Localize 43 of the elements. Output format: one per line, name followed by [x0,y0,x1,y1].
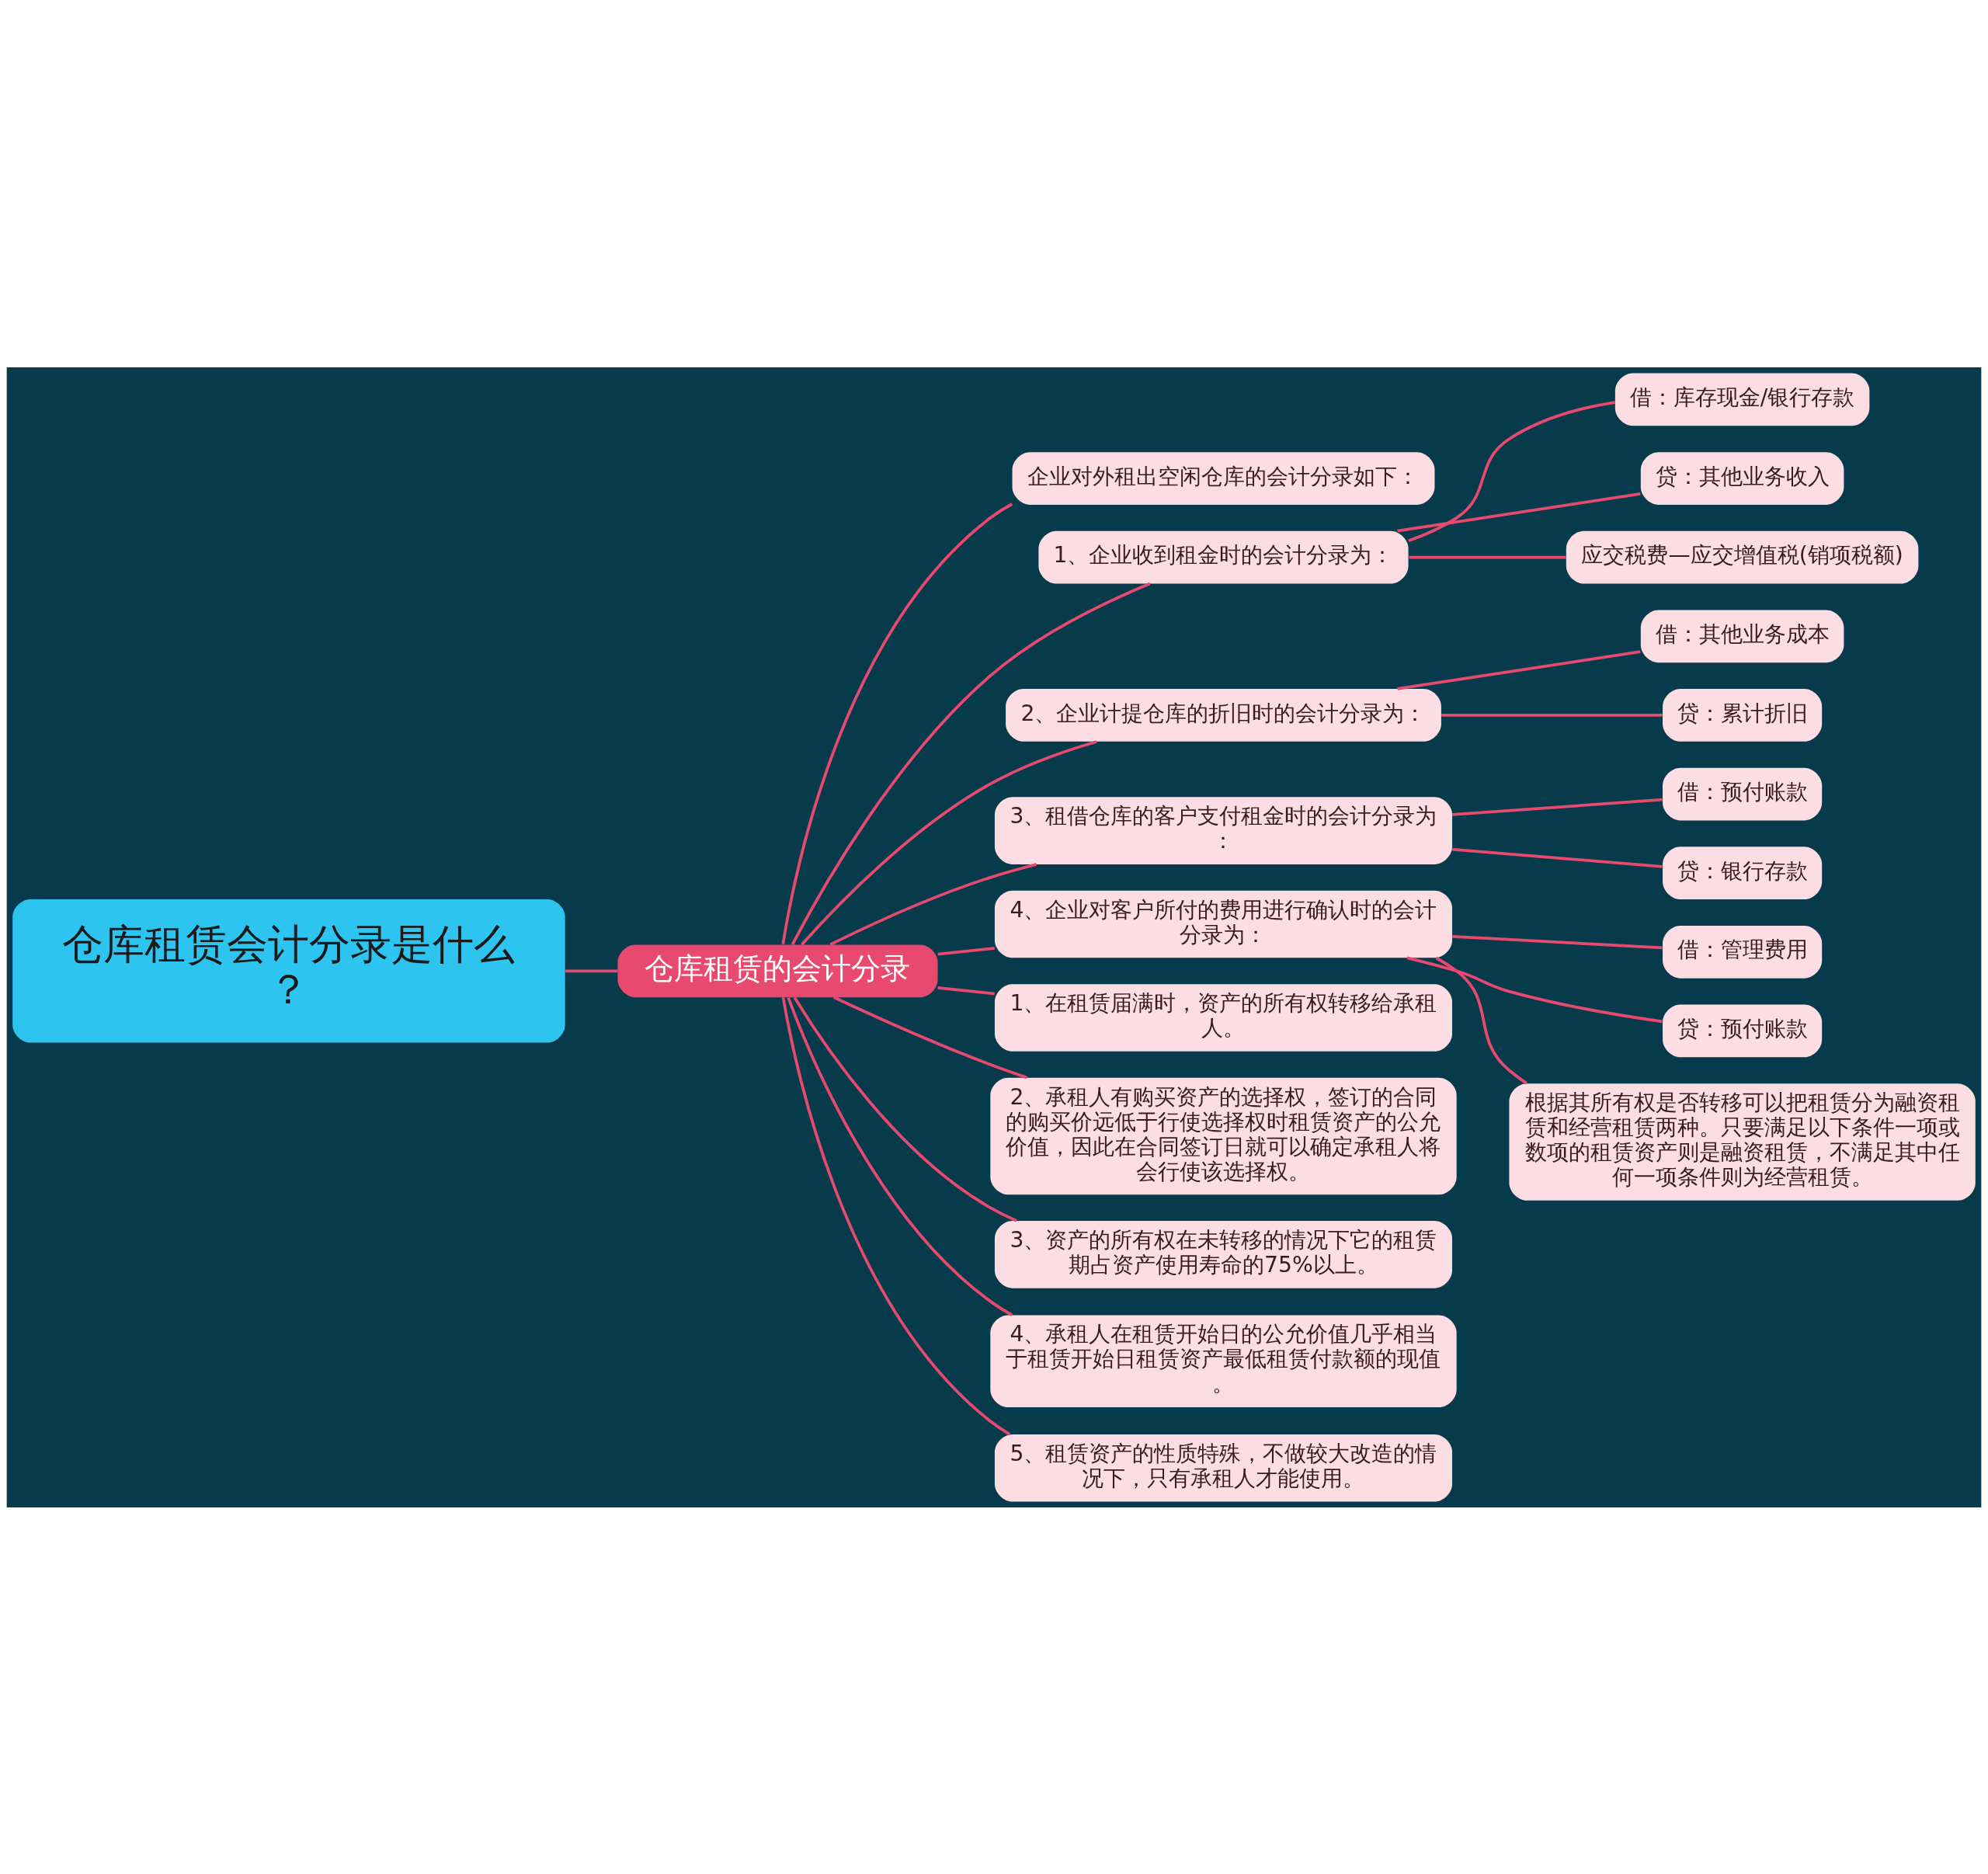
node-box: 贷：预付账款 [1663,1004,1823,1057]
node-box: 4、企业对客户所付的费用进行确认时的会计分录为： [994,890,1452,958]
connector [565,968,618,972]
node-box: 借：管理费用 [1663,925,1823,979]
node-box: 根据其所有权是否转移可以把租赁分为融资租赁和经营租赁两种。只要满足以下条件一项或数项的租赁资产则是融资租赁，不满足其中任何一项条件则为经营租赁。 [1509,1083,1976,1201]
connector [833,996,1027,1079]
node-box: 应交税费—应交增值税(销项税额) [1566,530,1919,584]
connector [1397,649,1641,690]
connector [1452,847,1663,868]
connector [793,996,1017,1222]
node-box: 企业对外租出空闲仓库的会计分录如下： [1012,451,1435,505]
connector [787,996,1013,1316]
node-box: 贷：银行存款 [1663,846,1823,899]
node-box: 借：其他业务成本 [1640,609,1844,662]
node-box: 借：库存现金/银行存款 [1614,373,1870,426]
connector [1406,956,1663,1023]
node-box: 仓库租赁会计分录是什么？ [12,899,565,1042]
node-box: 2、企业计提仓库的折旧时的会计分录为： [1006,688,1441,742]
node-box: 4、承租人在租赁开始日的公允价值几乎相当于租赁开始日租赁资产最低租赁付款额的现值。 [990,1315,1457,1407]
connector [1441,713,1663,717]
node-box: 1、企业收到租金时的会计分录为： [1038,530,1409,584]
node-box: 贷：其他业务收入 [1640,451,1844,505]
node-box: 仓库租赁的会计分录 [617,944,938,997]
node-box: 3、租借仓库的客户支付租金时的会计分录为： [994,796,1452,864]
connector [801,739,1097,946]
node-box: 3、资产的所有权在未转移的情况下它的租赁期占资产使用寿命的75%以上。 [994,1220,1452,1288]
connector [781,502,1013,944]
connector [791,582,1151,945]
node-box: 1、在租赁届满时，资产的所有权转移给承租人。 [994,983,1452,1052]
node-box: 5、租赁资产的性质特殊，不做较大改造的情况下，只有承租人才能使用。 [994,1434,1452,1501]
connector [829,862,1037,946]
connector [1409,555,1566,559]
connector [1452,798,1663,816]
connector [1408,400,1615,542]
node-box: 借：预付账款 [1663,767,1823,820]
connector [1452,934,1663,949]
connector [937,946,995,956]
connector [781,996,1011,1435]
connector [1397,492,1641,533]
node-box: 2、承租人有购买资产的选择权，签订的合同的购买价远低于行使选择权时租赁资产的公允价值，因此在合同签订日就可以确定承租人将会行使该选择权。 [990,1077,1457,1194]
connector [1435,956,1527,1084]
connector [937,986,995,995]
node-box: 贷：累计折旧 [1663,688,1823,742]
